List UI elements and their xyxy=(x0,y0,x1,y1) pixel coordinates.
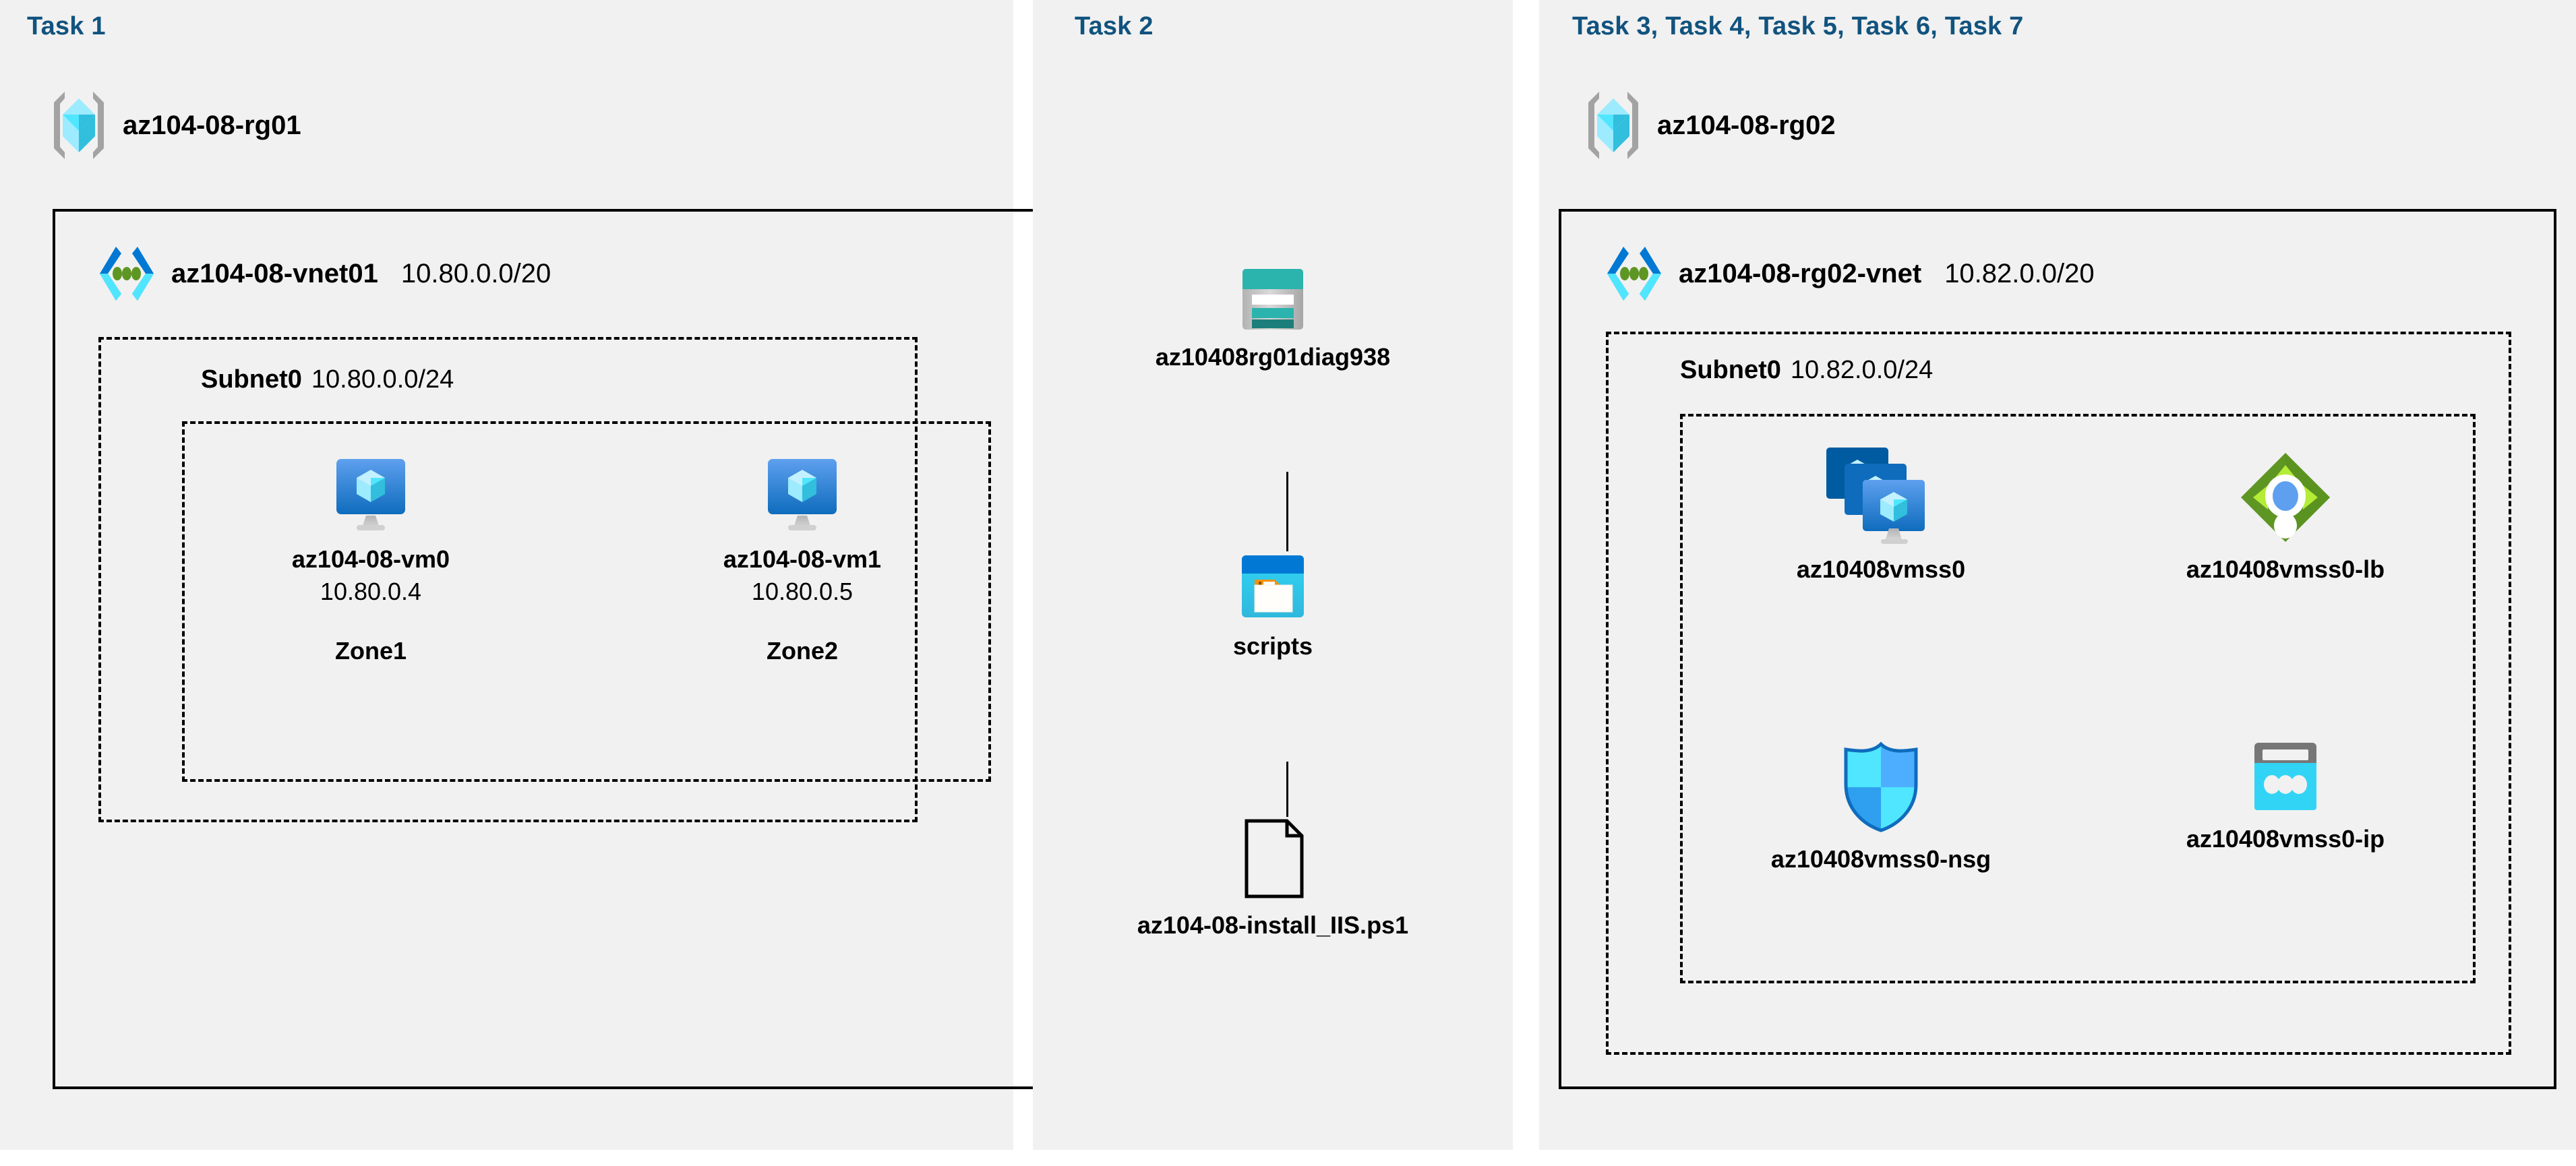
node-az104-08-vm0: az104-08-vm0 10.80.0.4 Zone1 xyxy=(256,455,485,665)
file-name: az104-08-install_IIS.ps1 xyxy=(1137,911,1409,939)
load-balancer-name: az10408vmss0-lb xyxy=(2186,555,2385,583)
resource-group-name: az104-08-rg01 xyxy=(123,110,301,140)
task-label-1: Task 1 xyxy=(27,12,106,40)
subnet-box-task3to7 xyxy=(1606,332,2511,1055)
subnet-name: Subnet0 xyxy=(1680,356,1781,384)
node-az10408vmss0-ip: az10408vmss0-ip xyxy=(2144,740,2427,853)
resource-group-box-task3to7 xyxy=(1680,414,2476,983)
virtual-network-icon xyxy=(96,243,158,305)
vnet-name: az104-08-vnet01 xyxy=(171,258,378,288)
vm-zone: Zone1 xyxy=(334,637,407,665)
subnet-name: Subnet0 xyxy=(201,365,302,394)
resource-group-name: az104-08-rg02 xyxy=(1657,110,1836,140)
virtual-network-icon xyxy=(1603,243,1665,305)
vm-name: az104-08-vm1 xyxy=(723,545,882,573)
vnet-cidr: 10.80.0.0/20 xyxy=(400,258,551,288)
storage-account-name: az10408rg01diag938 xyxy=(1155,343,1391,371)
task-label-3to7: Task 3, Task 4, Task 5, Task 6, Task 7 xyxy=(1572,12,2024,40)
connector-storage-to-container xyxy=(1286,472,1288,551)
resource-group-icon xyxy=(50,89,108,162)
connector-container-to-file xyxy=(1286,762,1288,817)
vm-ip: 10.80.0.5 xyxy=(751,578,853,605)
vm-scale-set-icon xyxy=(1824,445,1938,545)
subnet-header-task3to7: Subnet0 10.82.0.0/24 xyxy=(1680,356,1933,385)
node-install-iis-script: az104-08-install_IIS.ps1 xyxy=(1137,817,1409,940)
node-az10408vmss0-lb: az10408vmss0-lb xyxy=(2144,450,2427,584)
vnet-header-az104-08-vnet01: az104-08-vnet01 10.80.0.0/20 xyxy=(96,243,551,305)
vm-zone: Zone2 xyxy=(766,637,838,665)
vnet-box-az104-08-rg02-vnet xyxy=(1559,209,2556,1089)
file-icon xyxy=(1236,817,1310,900)
vmss-name: az10408vmss0 xyxy=(1796,555,1966,583)
resource-group-rg02: az104-08-rg02 xyxy=(1584,89,1836,162)
vm-ip: 10.80.0.4 xyxy=(320,578,422,605)
public-ip-address-icon xyxy=(2242,740,2329,814)
subnet-cidr: 10.80.0.0/24 xyxy=(311,365,454,394)
vm-group-box-task1 xyxy=(182,421,991,782)
public-ip-name: az10408vmss0-ip xyxy=(2186,825,2385,853)
virtual-machine-icon xyxy=(762,455,842,534)
node-scripts-container: scripts xyxy=(1138,551,1408,661)
vnet-cidr: 10.82.0.0/20 xyxy=(1944,258,2095,288)
vnet-header-az104-08-rg02-vnet: az104-08-rg02-vnet 10.82.0.0/20 xyxy=(1603,243,2095,305)
resource-group-icon xyxy=(1584,89,1642,162)
subnet-box-task1 xyxy=(98,337,918,822)
panel-task1 xyxy=(0,0,1013,1150)
node-az10408rg01diag938: az10408rg01diag938 xyxy=(1138,266,1408,371)
container-name: scripts xyxy=(1232,632,1313,660)
virtual-machine-icon xyxy=(331,455,411,534)
vnet-name: az104-08-rg02-vnet xyxy=(1679,258,1922,288)
node-az104-08-vm1: az104-08-vm1 10.80.0.5 Zone2 xyxy=(688,455,917,665)
node-az10408vmss0: az10408vmss0 xyxy=(1739,445,2023,584)
nsg-name: az10408vmss0-nsg xyxy=(1770,845,1991,873)
vm-name: az104-08-vm0 xyxy=(291,545,450,573)
storage-account-icon xyxy=(1238,266,1307,332)
panel-task3to7 xyxy=(1539,0,2576,1150)
subnet-header-task1: Subnet0 10.80.0.0/24 xyxy=(201,365,454,394)
load-balancer-icon xyxy=(2238,450,2333,545)
node-az10408vmss0-nsg: az10408vmss0-nsg xyxy=(1739,740,2023,873)
task-label-2: Task 2 xyxy=(1075,12,1154,40)
blob-container-icon xyxy=(1238,551,1308,621)
resource-group-rg01: az104-08-rg01 xyxy=(50,89,301,162)
subnet-cidr: 10.82.0.0/24 xyxy=(1790,356,1934,384)
network-security-group-icon xyxy=(1838,740,1924,834)
